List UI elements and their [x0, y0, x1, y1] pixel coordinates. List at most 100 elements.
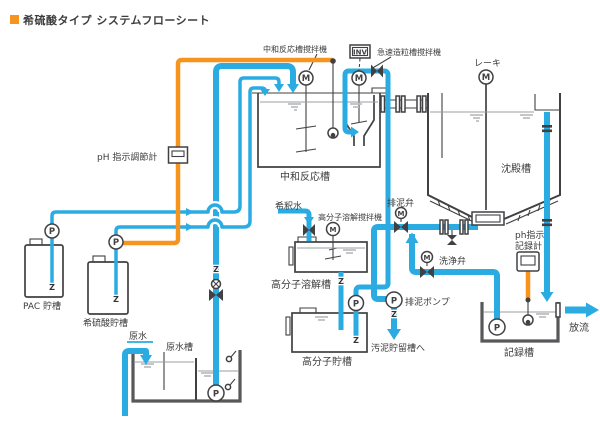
tank-walls [257, 93, 381, 168]
foot-valve-acid: Z [113, 295, 119, 304]
ph-probe [327, 58, 339, 139]
level-gauge [285, 316, 291, 336]
level-gauge [288, 246, 294, 266]
float-switches [224, 350, 237, 391]
agitator-shaft-3 [324, 234, 342, 260]
hopper-outlet-box [471, 211, 505, 226]
page-title: 希硫酸タイプ システムフローシート [22, 13, 210, 27]
water-level-lines [135, 101, 556, 372]
label-raw-water-tank: 原水槽 [166, 341, 193, 353]
polymer-storage-tank [285, 307, 368, 353]
dissolver-agitator-motor: M [325, 221, 341, 237]
dilution-water-pipe [278, 208, 312, 241]
pump-symbol: P [353, 299, 359, 309]
hopper-outlet-inner [475, 214, 501, 223]
motor-symbol: M [330, 226, 337, 234]
label-washing-valve: 洗浄弁 [439, 255, 466, 267]
joint-raw-water: Z [213, 265, 219, 274]
effluent-arrow [540, 292, 554, 302]
label-polymer-dissolution-tank: 高分子溶解槽 [271, 278, 331, 291]
tank-body [294, 241, 368, 273]
acid-inlet-arrow [260, 89, 270, 96]
sludge-discharge-arrow [387, 329, 401, 340]
polymer-injection-arrow [351, 126, 359, 138]
polymer-dissolution-tank [288, 234, 368, 273]
raw-water-main-pipe [213, 63, 296, 385]
pump-symbol: P [49, 227, 55, 237]
raw-water-valve [209, 278, 223, 301]
water-shading [141, 103, 549, 377]
dilution-valve [303, 224, 315, 236]
ph-controller-instrument [167, 146, 189, 164]
label-discharge: 放流 [569, 321, 589, 334]
pac-flow-arrow [186, 208, 194, 216]
label-rake: レーキ [474, 59, 501, 69]
raw-water-arrow [287, 84, 299, 93]
motor-symbol: M [482, 73, 490, 83]
tank-walls [427, 93, 561, 220]
tank-walls [131, 350, 242, 403]
raw-water-inlet-arrow [140, 355, 152, 365]
pipe-flanges [380, 95, 561, 318]
raw-water-inlet-pipe [122, 348, 149, 416]
pac-storage-tank [24, 238, 64, 298]
sludge-valve: M [394, 206, 408, 233]
acid-flow-arrow [186, 223, 194, 231]
granulation-agitator-motor: M [351, 70, 367, 86]
tank-cap [92, 255, 106, 263]
label-dilution-water: 希釈水 [275, 200, 302, 212]
label-sludge-valve: 排泥弁 [387, 197, 414, 209]
label-polymer-agitator: 高分子溶解撹拌機 [318, 212, 382, 222]
tank-step [299, 307, 317, 313]
pac-dosing-pump: P [44, 223, 60, 239]
washing-pipe [409, 234, 500, 320]
tank-cap [29, 238, 43, 246]
pump-symbol: P [113, 238, 119, 248]
polymer-feed-pump: P [347, 294, 365, 312]
acid-dosing-pipe [114, 86, 267, 299]
label-ph-recorder-2: 記録計 [515, 240, 542, 252]
valve-motor [420, 250, 434, 264]
inverter: INV [349, 44, 371, 72]
label-sludge-pump: 排泥ポンプ [405, 296, 450, 308]
joint-sludge-discharge: Z [391, 310, 397, 319]
label-sulfuric-acid-tank: 希硫酸貯槽 [83, 317, 128, 329]
foot-valve-pac: Z [49, 283, 55, 292]
recording-tank [480, 302, 560, 343]
label-pac-tank: PAC 貯槽 [23, 300, 61, 312]
dilution-arrow [304, 217, 314, 225]
label-neutralizer-agitator: 中和反応槽撹拌機 [263, 44, 327, 54]
effluent-weir [534, 94, 559, 111]
foot-valve-polymer: Z [353, 336, 359, 345]
label-raw-water: 原水 [129, 330, 147, 342]
label-to-sludge-storage: 汚泥貯留槽へ [371, 342, 425, 354]
agitator-shaft-1 [295, 85, 317, 153]
washing-up-arrow [405, 232, 419, 243]
pump-symbol: P [494, 323, 500, 333]
label-neutralization-tank: 中和反応槽 [280, 170, 330, 183]
motor-symbol: M [355, 74, 363, 84]
motor-symbol: M [398, 210, 405, 218]
ph-recorder-instrument [516, 251, 540, 326]
label-recording-tank: 記録槽 [504, 346, 534, 359]
polymer-feed-pipe [342, 68, 391, 296]
pump-symbol: P [391, 296, 397, 306]
sedimentation-tank [427, 84, 561, 225]
sludge-pump: P [385, 291, 403, 309]
label-sedimentation-tank: 沈殿槽 [501, 162, 531, 175]
tank-body [291, 312, 368, 353]
pac-dosing-pipe [50, 76, 281, 287]
washing-valve: M [420, 250, 434, 278]
sulfuric-acid-storage-tank [87, 255, 129, 315]
pump-symbol: P [213, 389, 219, 399]
inverter-label: INV [353, 49, 367, 57]
label-polymer-storage-tank: 高分子貯槽 [302, 355, 352, 368]
joint-dissolver-drain: Z [338, 277, 344, 286]
discharge-arrow [586, 302, 599, 318]
label-granulation-agitator: 急速造粒槽撹拌機 [377, 47, 441, 57]
label-ph-controller: pH 指示調節計 [97, 151, 157, 163]
acid-dosing-pump: P [108, 234, 124, 250]
rake-motor: M [478, 69, 494, 85]
